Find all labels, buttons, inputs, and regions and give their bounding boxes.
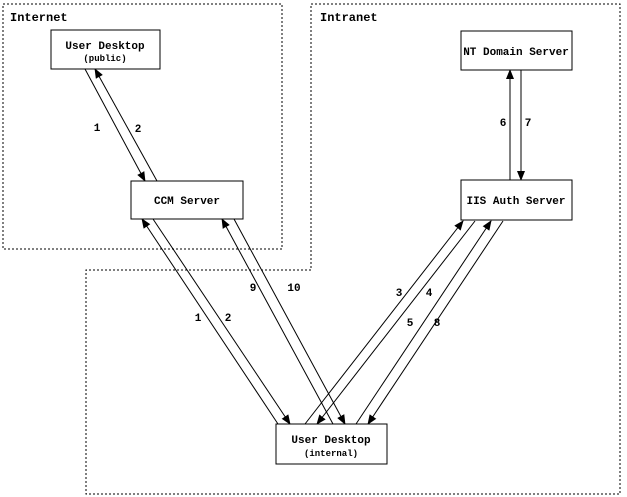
internet-zone-label: Internet xyxy=(10,11,68,25)
arrow-step2-ccm-to-internal-desktop xyxy=(152,218,291,425)
user-desktop-internal-box xyxy=(275,423,388,465)
step-label-4: 4 xyxy=(426,288,433,300)
intranet-zone-label: Intranet xyxy=(320,11,378,25)
arrow-step3-internal-desktop-to-iis xyxy=(304,220,464,425)
user-desktop-internal-subtitle: (internal) xyxy=(304,449,358,459)
user-desktop-public-subtitle: (public) xyxy=(83,54,126,64)
node-user-desktop-internal: User Desktop (internal) xyxy=(275,423,388,465)
ccm-server-box xyxy=(130,180,244,220)
arrow-step10-ccm-to-internal-desktop xyxy=(233,218,346,425)
arrow-step1-public-desktop-to-ccm xyxy=(84,68,146,182)
user-desktop-internal-title: User Desktop xyxy=(291,435,371,447)
internet-zone-border xyxy=(2,3,283,250)
arrow-step2-ccm-to-public-desktop xyxy=(94,68,158,182)
step-label-2-public: 2 xyxy=(135,124,142,136)
node-user-desktop-public: User Desktop (public) xyxy=(50,29,161,70)
user-desktop-public-title: User Desktop xyxy=(65,41,145,53)
arrow-step1-internal-desktop-to-ccm xyxy=(141,218,279,425)
intranet-zone-border xyxy=(85,3,621,495)
step-label-9: 9 xyxy=(250,283,257,295)
step-label-2-internal: 2 xyxy=(225,313,232,325)
node-nt-domain-server: NT Domain Server xyxy=(460,30,573,71)
iis-auth-server-title: IIS Auth Server xyxy=(466,196,565,208)
step-label-1-public: 1 xyxy=(94,123,101,135)
nt-domain-server-title: NT Domain Server xyxy=(463,47,569,59)
ccm-server-title: CCM Server xyxy=(154,196,220,208)
arrow-step8-iis-to-internal-desktop xyxy=(367,220,504,425)
step-label-10: 10 xyxy=(287,283,300,295)
node-ccm-server: CCM Server xyxy=(130,180,244,220)
step-label-3: 3 xyxy=(396,288,403,300)
step-label-1-internal: 1 xyxy=(195,313,202,325)
user-desktop-public-box xyxy=(50,29,161,70)
step-label-5: 5 xyxy=(407,318,414,330)
nt-domain-server-box xyxy=(460,30,573,71)
step-label-8: 8 xyxy=(434,318,441,330)
arrow-step9-internal-desktop-to-ccm xyxy=(221,218,334,425)
node-iis-auth-server: IIS Auth Server xyxy=(460,179,573,221)
arrow-step5-internal-desktop-to-iis xyxy=(355,220,492,425)
step-label-6: 6 xyxy=(500,118,507,130)
iis-auth-server-box xyxy=(460,179,573,221)
arrow-step4-iis-to-internal-desktop xyxy=(316,220,476,425)
step-label-7: 7 xyxy=(525,118,532,130)
